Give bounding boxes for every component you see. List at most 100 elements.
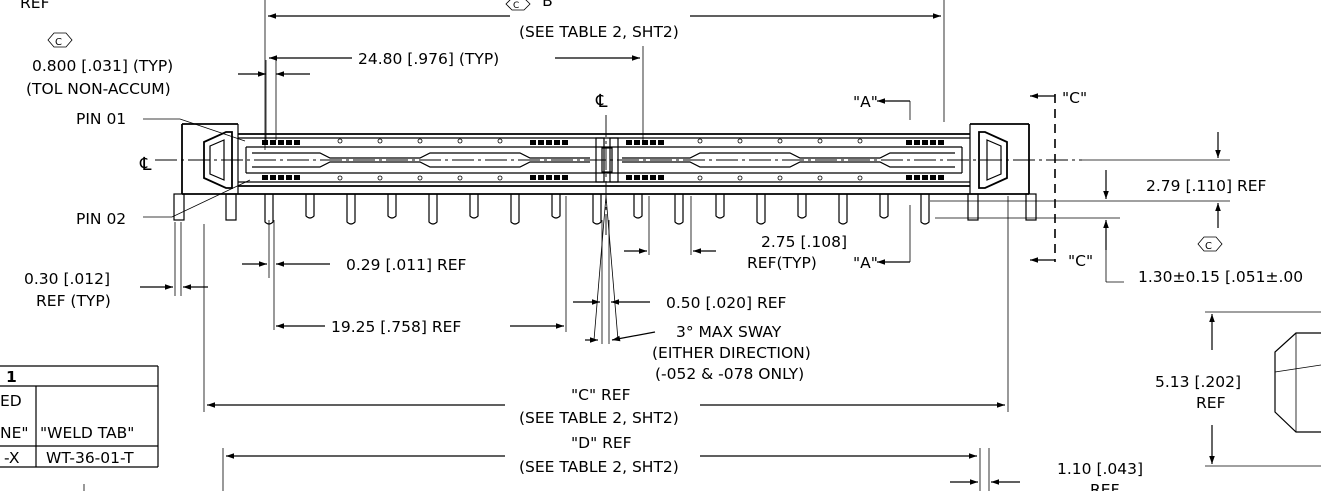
section-a-top-label: "A" (853, 93, 878, 111)
solder-tail (469, 194, 479, 219)
contact-pin (938, 140, 944, 145)
solder-tail (510, 194, 520, 225)
view-c-top-label: "C" (1062, 89, 1087, 107)
solder-tail (715, 194, 725, 219)
table-col1-value: -X (4, 449, 20, 467)
height-279-label: 2.79 [.110] REF (1146, 177, 1267, 195)
contact-pin (658, 175, 664, 180)
contact-pin (294, 140, 300, 145)
solder-tail (387, 194, 397, 219)
solder-tail (838, 194, 848, 225)
contact-pin (286, 140, 292, 145)
solder-tail (879, 194, 889, 219)
contact-pin (642, 140, 648, 145)
pin02-label: PIN 02 (76, 210, 126, 228)
section-a-bottom-label: "A" (853, 254, 878, 272)
pitch-value: 0.800 [.031] (TYP) (32, 57, 173, 75)
contact-pin (538, 175, 544, 180)
pitch-tol: (TOL NON-ACCUM) (26, 80, 171, 98)
dim-275-a: 2.75 [.108] (761, 233, 847, 251)
solder-tail (264, 194, 274, 225)
centerline-left-label: ℄ (139, 154, 152, 175)
contact-pin (634, 175, 640, 180)
contact-pin (922, 175, 928, 180)
dim-110-a: 1.10 [.043] (1057, 460, 1143, 478)
dim-c-value: "C" REF (571, 386, 631, 404)
contact-pin (554, 140, 560, 145)
view-c-bottom-label: "C" (1068, 252, 1093, 270)
table-col1-header-a: ED (0, 392, 22, 410)
contact-pin (530, 140, 536, 145)
contact-pin (538, 140, 544, 145)
dim-513-b: REF (1196, 394, 1226, 412)
contact-pin (546, 140, 552, 145)
contact-pin (930, 175, 936, 180)
critical-dimension-icon: C (505, 0, 531, 11)
dim-050-label: 0.50 [.020] REF (666, 294, 787, 312)
board-lock-tab (173, 193, 185, 221)
table-title: 1 (6, 368, 17, 386)
centerline-top-label: ℄ (595, 91, 608, 112)
table-col2-header: "WELD TAB" (40, 424, 134, 442)
board-lock-tab (967, 193, 979, 221)
critical-dimension-icon: C (1197, 236, 1223, 252)
dim-b-note: (SEE TABLE 2, SHT2) (519, 23, 679, 41)
solder-tail (428, 194, 438, 225)
contact-pin (914, 140, 920, 145)
contact-pin (634, 140, 640, 145)
side-view-outline (1274, 332, 1321, 433)
contact-pin (906, 175, 912, 180)
contact-pin (906, 140, 912, 145)
pin01-label: PIN 01 (76, 110, 126, 128)
solder-tail (592, 194, 602, 225)
contact-pin (262, 175, 268, 180)
weld-tab-table: 1 ED NE" "WELD TAB" -X WT-36-01-T (0, 365, 159, 468)
dim-d-value: "D" REF (571, 434, 632, 452)
ref-top-left-label: REF (20, 0, 50, 12)
dim-029-label: 0.29 [.011] REF (346, 256, 467, 274)
contact-pin (938, 175, 944, 180)
dim-d-note: (SEE TABLE 2, SHT2) (519, 458, 679, 476)
solder-tail (797, 194, 807, 219)
contact-pin (562, 140, 568, 145)
solder-tail (305, 194, 315, 219)
dim-1925-label: 19.25 [.758] REF (331, 318, 461, 336)
sway-line-2: (EITHER DIRECTION) (652, 344, 811, 362)
solder-tail (920, 194, 930, 225)
board-lock-tab (225, 193, 237, 221)
svg-text:C: C (55, 37, 62, 48)
contact-pin (922, 140, 928, 145)
contact-pin (270, 140, 276, 145)
contact-pin (554, 175, 560, 180)
solder-tail (633, 194, 643, 219)
dim-513-a: 5.13 [.202] (1155, 373, 1241, 391)
contact-pin (278, 140, 284, 145)
contact-pin (626, 175, 632, 180)
solder-tail (674, 194, 684, 225)
svg-text:C: C (513, 1, 519, 11)
contact-pin (642, 175, 648, 180)
contact-pins (262, 140, 944, 180)
table-col1-header-b: NE" (0, 424, 29, 442)
solder-tail (756, 194, 766, 225)
dim-130-label: 1.30±0.15 [.051±.00 (1138, 268, 1303, 286)
contact-pin (262, 140, 268, 145)
critical-dimension-icon: C (47, 32, 73, 48)
dim-275-b: REF(TYP) (747, 254, 817, 272)
contact-pin (546, 175, 552, 180)
dim-030-b: REF (TYP) (36, 292, 111, 310)
dim-110-b: REF (1090, 481, 1120, 491)
contact-pin (278, 175, 284, 180)
dim-030-a: 0.30 [.012] (24, 270, 110, 288)
solder-tail (346, 194, 356, 225)
contact-pin (658, 140, 664, 145)
contact-pin (650, 175, 656, 180)
board-lock-tab (1025, 193, 1037, 221)
sway-line-1: 3° MAX SWAY (676, 323, 782, 341)
span-24-label: 24.80 [.976] (TYP) (358, 50, 499, 68)
contact-pin (626, 140, 632, 145)
contact-pin (914, 175, 920, 180)
contact-pin (286, 175, 292, 180)
solder-tail (551, 194, 561, 219)
